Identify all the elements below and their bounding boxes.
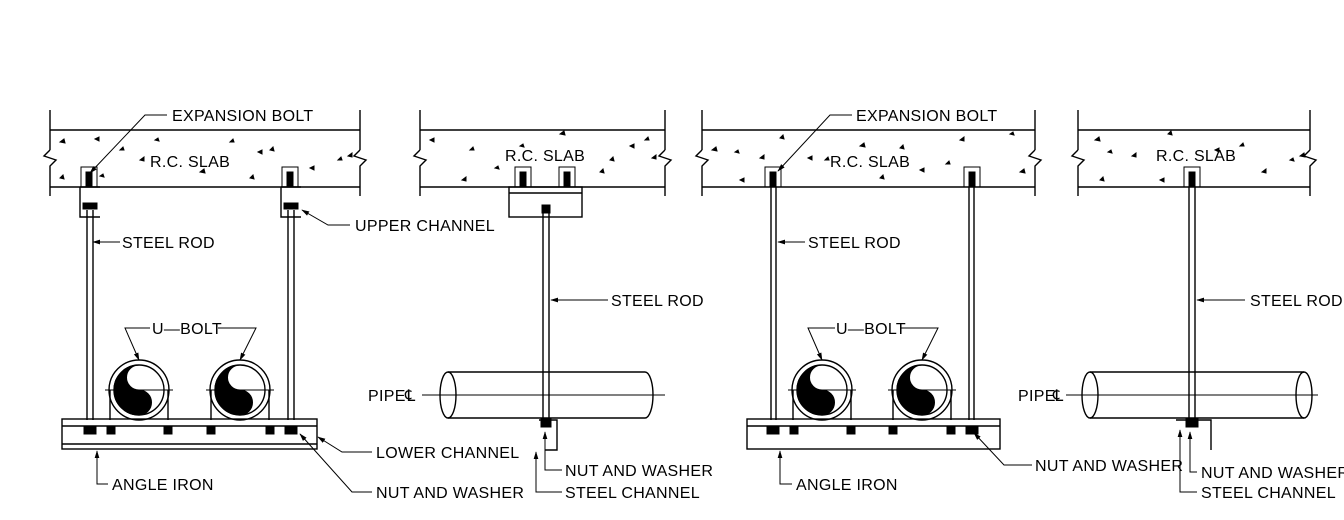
nut-and-washer-label-2: NUT AND WASHER — [565, 463, 713, 480]
pipe-label-1: PIPE — [368, 388, 406, 405]
u-bolt-label-1: U—BOLT — [152, 321, 222, 338]
pipe-label-2: PIPE — [1018, 388, 1056, 405]
angle-iron-label-1: ANGLE IRON — [112, 477, 214, 494]
steel-rod-label-2: STEEL ROD — [611, 293, 704, 310]
detail-4 — [1075, 166, 1318, 450]
pipe-centerline-symbol-1: ℄ — [404, 388, 416, 405]
pipe-ubolt-3b — [888, 359, 956, 421]
pipe-centerline-symbol-2: ℄ — [1052, 388, 1064, 405]
leaders — [89, 114, 1245, 493]
rc-slab-label-3: R.C. SLAB — [830, 154, 910, 171]
nut-and-washer-label-1: NUT AND WASHER — [376, 485, 524, 502]
upper-channel-label: UPPER CHANNEL — [355, 218, 495, 235]
expansion-bolt-label-1: EXPANSION BOLT — [172, 108, 313, 125]
pipe-ubolt-1b — [206, 359, 274, 421]
slab-2 — [412, 110, 673, 196]
lower-channel-label: LOWER CHANNEL — [376, 445, 519, 462]
steel-rod-label-3: STEEL ROD — [808, 235, 901, 252]
steel-channel-label-1: STEEL CHANNEL — [565, 485, 700, 502]
steel-rod-label-1: STEEL ROD — [122, 235, 215, 252]
rc-slab-label-4: R.C. SLAB — [1156, 148, 1236, 165]
rc-slab-label-1: R.C. SLAB — [150, 154, 230, 171]
steel-channel-label-2: STEEL CHANNEL — [1201, 485, 1336, 502]
expansion-bolt-label-2: EXPANSION BOLT — [856, 108, 997, 125]
detail-2 — [436, 166, 665, 451]
u-bolt-label-2: U—BOLT — [836, 321, 906, 338]
rc-slab-label-2: R.C. SLAB — [505, 148, 585, 165]
angle-iron-label-2: ANGLE IRON — [796, 477, 898, 494]
pipe-ubolt-1a — [105, 359, 173, 421]
pipe-ubolt-3a — [788, 359, 856, 421]
concrete-hatch — [58, 130, 1306, 183]
nut-and-washer-label-3: NUT AND WASHER — [1035, 458, 1183, 475]
detail-1 — [61, 166, 318, 450]
slab-1 — [42, 110, 368, 196]
steel-rod-label-4: STEEL ROD — [1250, 293, 1343, 310]
detail-3 — [746, 166, 1001, 450]
nut-and-washer-label-4: NUT AND WASHER — [1201, 465, 1344, 482]
